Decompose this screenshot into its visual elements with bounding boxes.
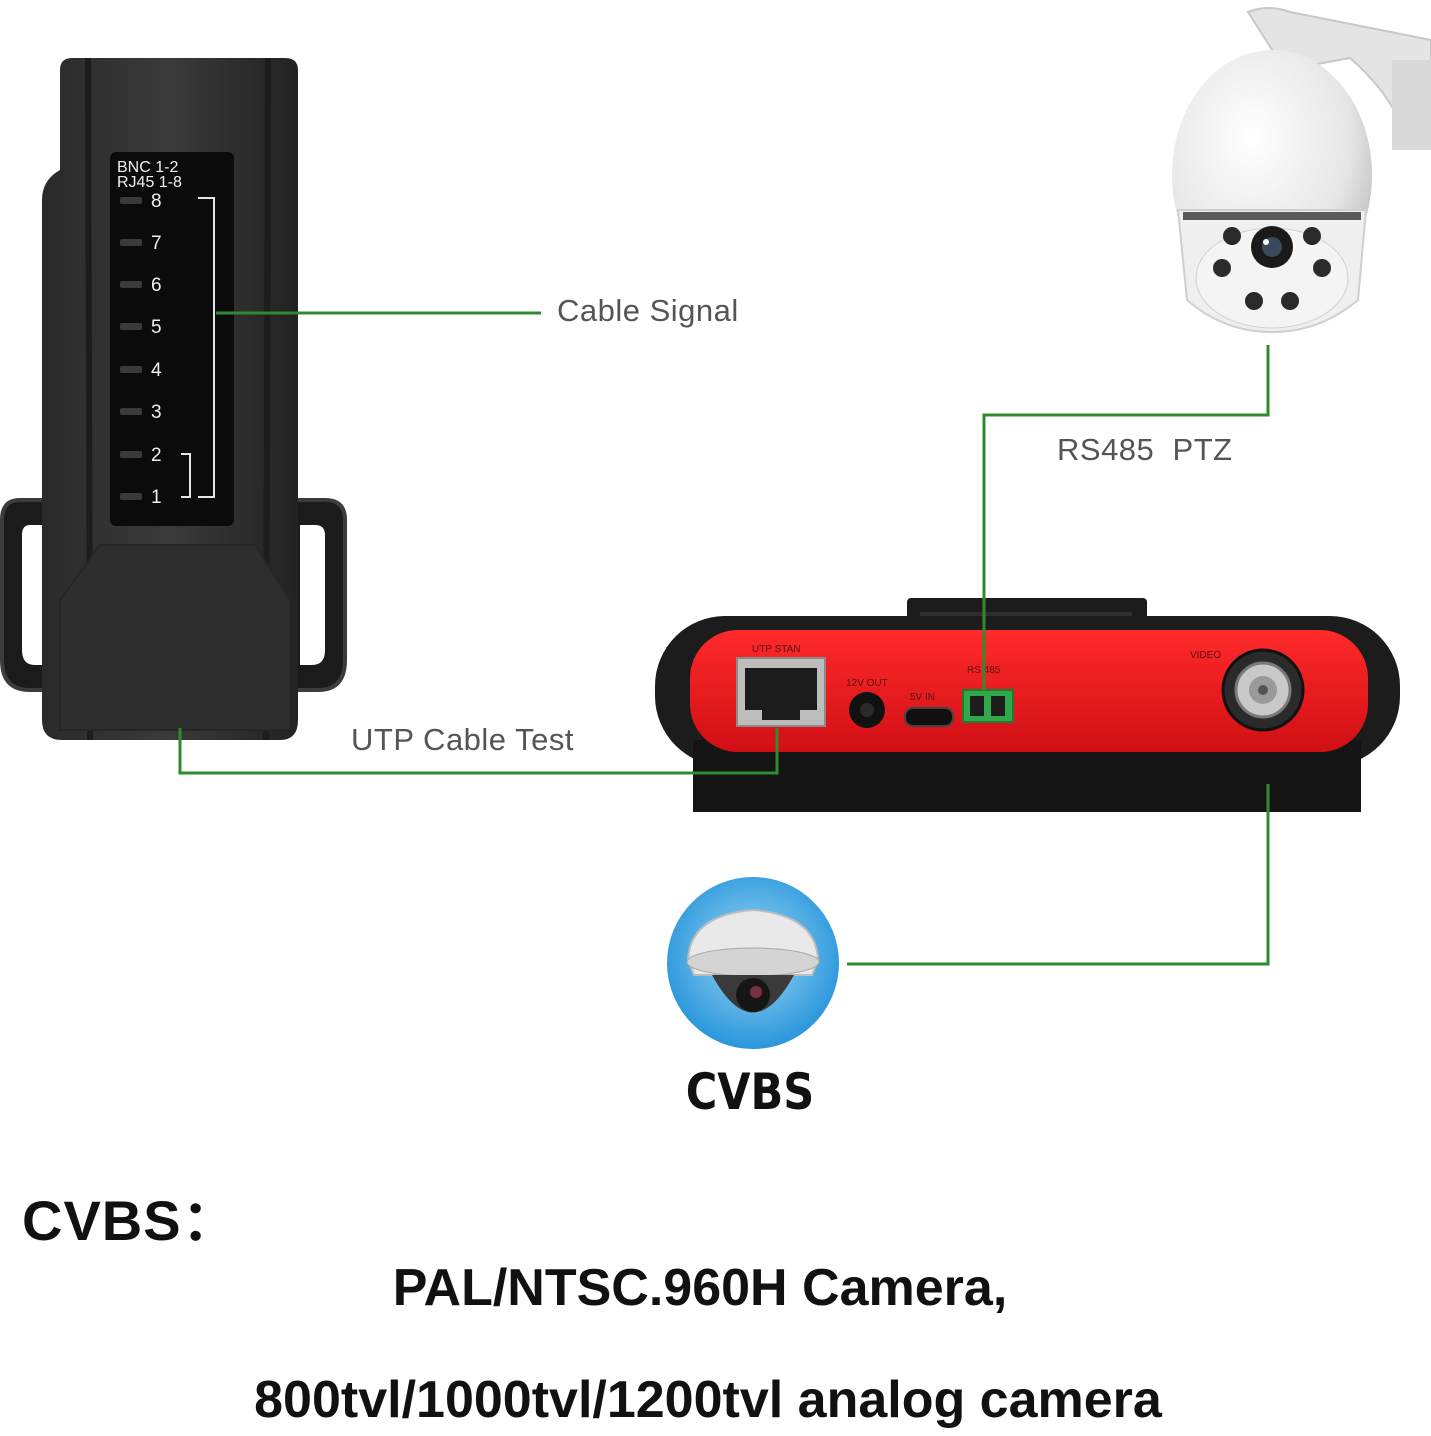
- main-device: UTP STAN 12V OUT 5V IN RS 485 VIDEO: [655, 598, 1400, 812]
- led-number: 4: [151, 360, 162, 381]
- led-number: 2: [151, 445, 162, 466]
- cvbs-caption: CVBS: [685, 1063, 815, 1121]
- led-panel: [110, 152, 234, 526]
- micro-usb-port: [904, 707, 954, 727]
- footer-title: CVBS：: [22, 1189, 239, 1252]
- panel-label-rj45: RJ45 1-8: [117, 174, 182, 191]
- led-list: 8 7 6 5 4 3 2 1: [120, 191, 162, 508]
- label-rs485-ptz: RS485 PTZ: [1057, 432, 1233, 467]
- cvbs-camera: [667, 877, 839, 1049]
- led-number: 8: [151, 191, 162, 212]
- led-number: 1: [151, 487, 162, 508]
- connector-lines: [178, 311, 1270, 966]
- remote-tester-unit: BNC 1-2 RJ45 1-8 8 7 6 5 4 3 2 1: [0, 57, 347, 741]
- ptz-camera: [1172, 7, 1431, 334]
- cvbs-line: [847, 784, 1270, 966]
- port-label-5v: 5V IN: [910, 692, 935, 703]
- led-number: 3: [151, 402, 162, 423]
- footer-line-2: 800tvl/1000tvl/1200tvl analog camera: [254, 1371, 1162, 1429]
- led-number: 5: [151, 317, 162, 338]
- port-label-12v: 12V OUT: [846, 678, 888, 689]
- bnc-bracket: [181, 453, 191, 498]
- port-label-utp: UTP STAN: [752, 644, 801, 655]
- label-cable-signal: Cable Signal: [557, 293, 739, 328]
- rs485-line: [982, 345, 1270, 690]
- led-number: 7: [151, 233, 162, 254]
- port-label-video: VIDEO: [1190, 650, 1221, 661]
- rj45-bracket: [198, 197, 215, 498]
- led-number: 6: [151, 275, 162, 296]
- label-utp-cable-test: UTP Cable Test: [351, 722, 574, 757]
- footer-line-1: PAL/NTSC.960H Camera,: [392, 1259, 1008, 1317]
- panel-label-bnc: BNC 1-2: [117, 159, 178, 176]
- utp-test-line: [178, 728, 779, 775]
